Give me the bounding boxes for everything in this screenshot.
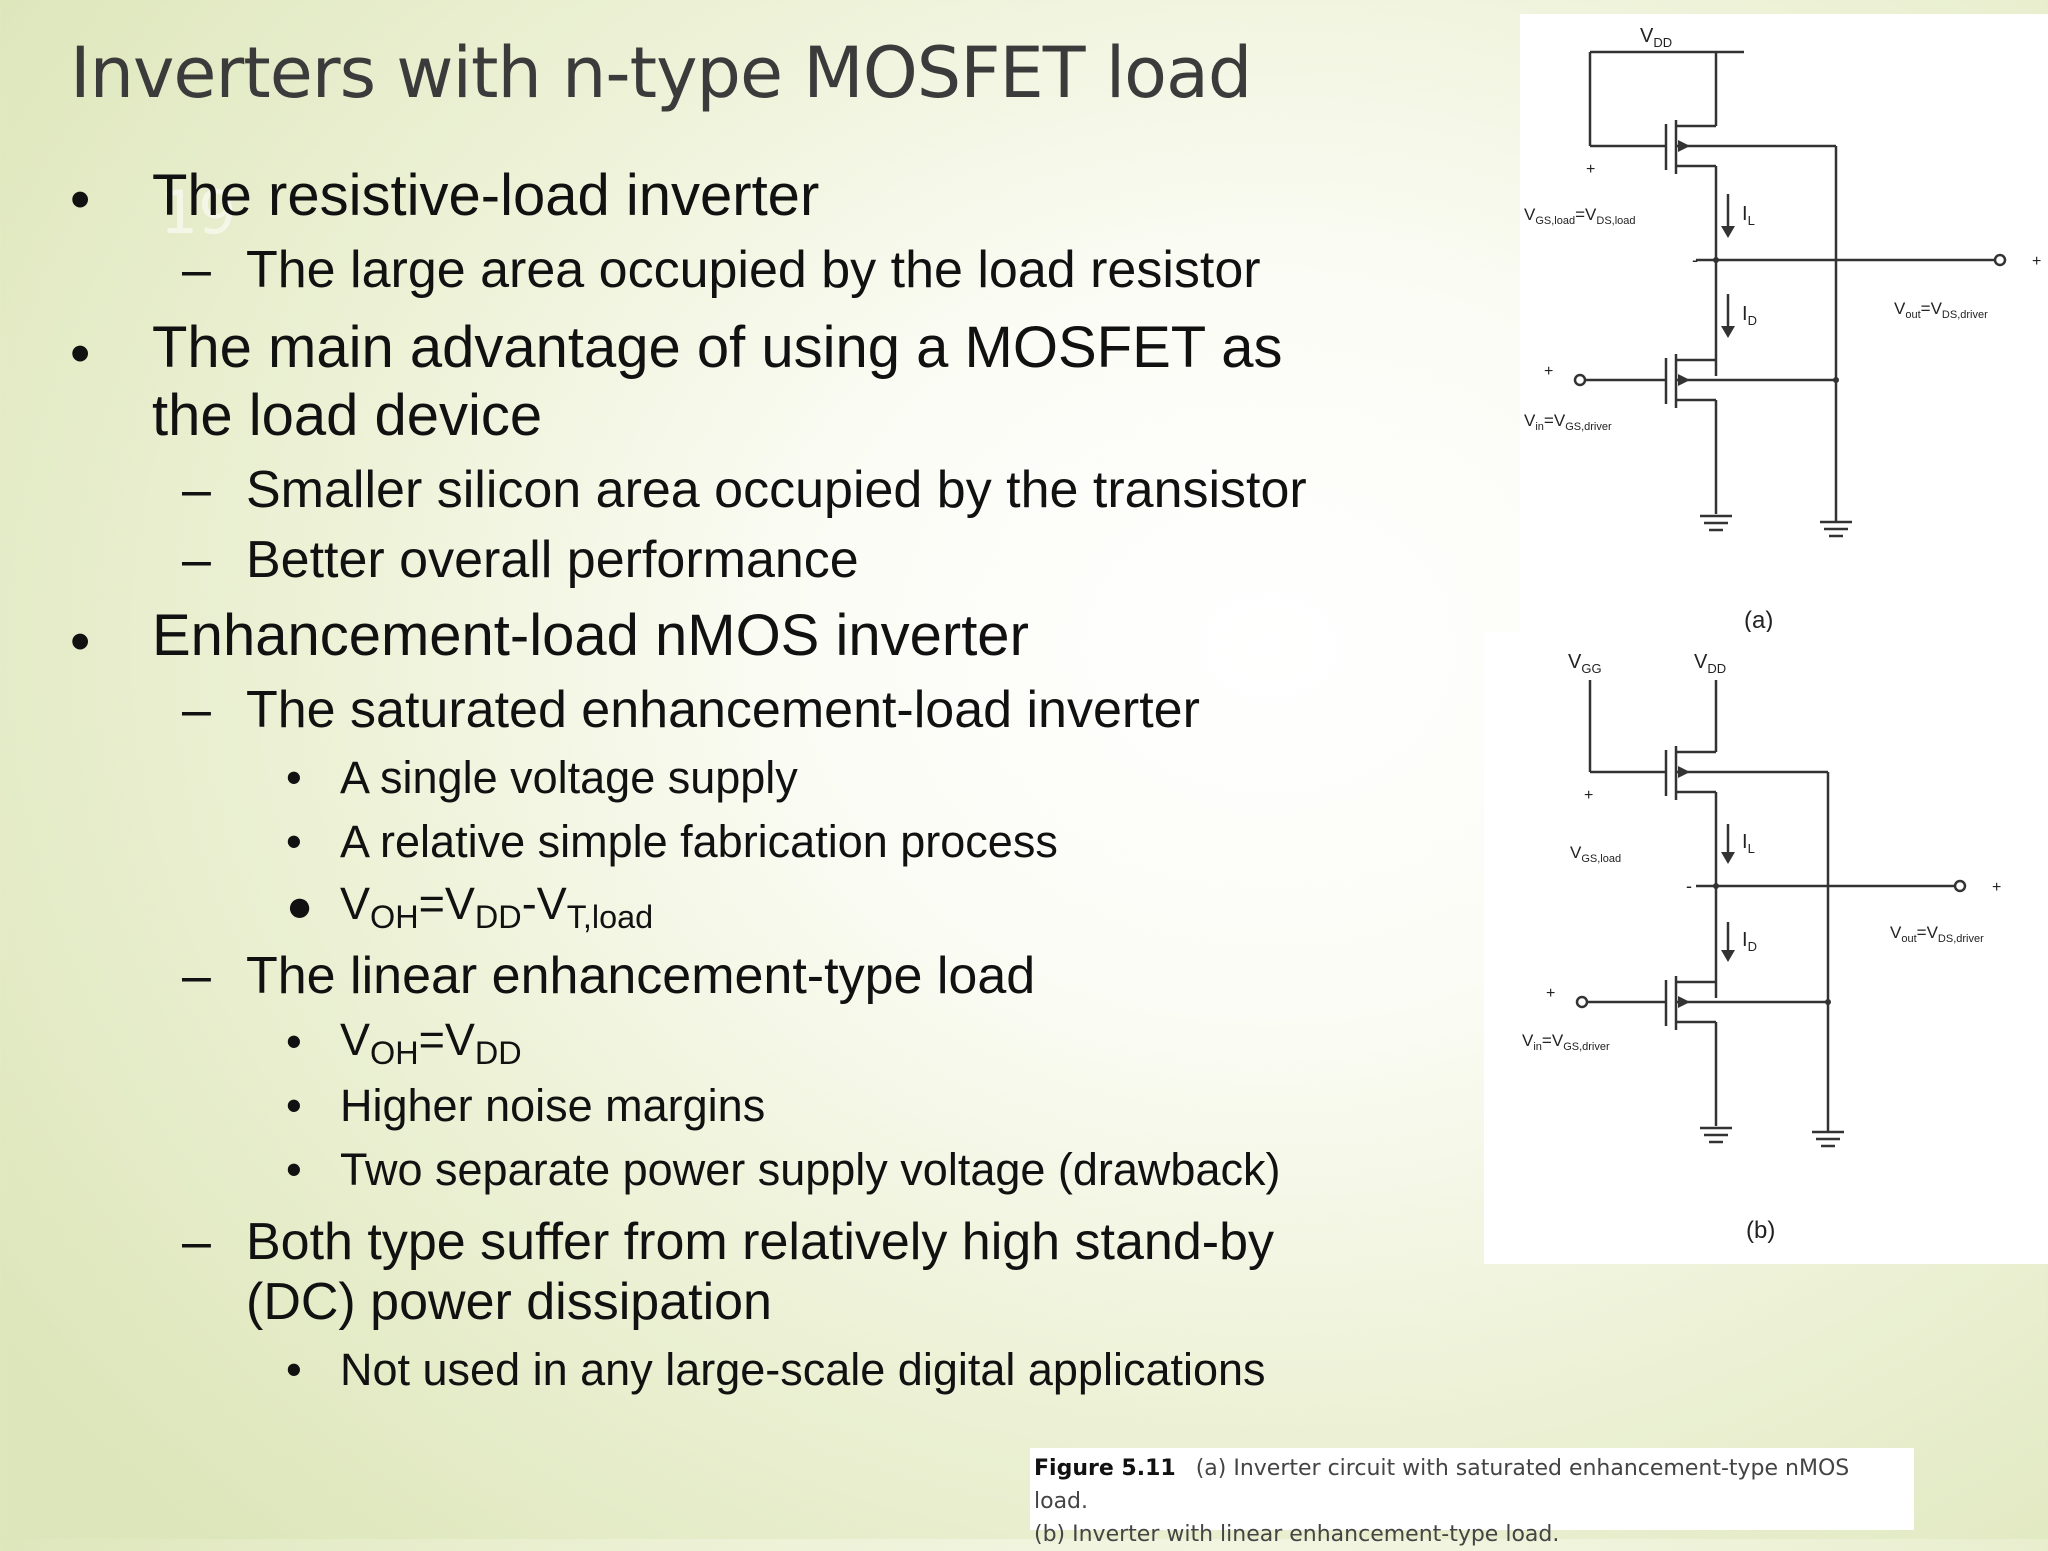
- sub-bullet-standby-line2: (DC) power dissipation: [246, 1273, 772, 1331]
- small-bullet-marker: •: [286, 1144, 302, 1195]
- figure-caption-line1: (a) Inverter circuit with saturated enha…: [1034, 1456, 1850, 1514]
- figure-caption-line2: (b) Inverter with linear enhancement-typ…: [1034, 1522, 1560, 1547]
- bullet-main-advantage-line1: The main advantage of using a MOSFET as: [152, 315, 1283, 380]
- svg-text:+: +: [2032, 253, 2041, 270]
- filled-bullet-marker: ●: [286, 880, 314, 931]
- sub-bullet-performance: Better overall performance: [246, 531, 859, 589]
- circuit-diagram-b: VGG VDD + VGS,load - IL ID + Vout=VDS,dr…: [1522, 651, 2001, 1244]
- bullet-marker: •: [70, 321, 91, 386]
- item-noise-margins: Higher noise margins: [340, 1080, 766, 1131]
- svg-text:IL: IL: [1742, 831, 1755, 856]
- bullet-marker: •: [70, 609, 91, 674]
- figure-caption-label: Figure 5.11: [1034, 1456, 1176, 1481]
- svg-text:+: +: [1544, 363, 1553, 380]
- formula-voh-saturated: VOH=VDD-VT,load: [340, 878, 654, 936]
- formula-voh-linear: VOH=VDD: [340, 1014, 522, 1072]
- item-two-supplies: Two separate power supply voltage (drawb…: [340, 1144, 1281, 1195]
- bullet-marker: •: [70, 167, 91, 232]
- small-bullet-marker: •: [286, 816, 302, 867]
- svg-text:VGS,load=VDS,load: VGS,load=VDS,load: [1524, 205, 1636, 227]
- dash-marker: –: [182, 1213, 211, 1271]
- svg-text:VDD: VDD: [1640, 25, 1672, 50]
- svg-text:+: +: [1992, 879, 2001, 896]
- slide-title: Inverters with n-type MOSFET load: [70, 32, 1252, 114]
- svg-text:ID: ID: [1742, 303, 1757, 328]
- svg-text:(a): (a): [1744, 607, 1773, 634]
- svg-text:ID: ID: [1742, 929, 1757, 954]
- svg-text:+: +: [1584, 787, 1593, 804]
- dash-marker: –: [182, 461, 211, 519]
- bullet-main-advantage-line2: the load device: [152, 383, 543, 448]
- svg-text:-: -: [1692, 250, 1698, 270]
- svg-text:+: +: [1546, 985, 1555, 1002]
- svg-text:IL: IL: [1742, 203, 1755, 228]
- sub-bullet-silicon-area: Smaller silicon area occupied by the tra…: [246, 461, 1307, 519]
- dash-marker: –: [182, 241, 211, 299]
- svg-text:Vin=VGS,driver: Vin=VGS,driver: [1524, 411, 1612, 433]
- slide-number-watermark: 19: [160, 178, 237, 248]
- figure-b-panel: VGG VDD + VGS,load - IL ID + Vout=VDS,dr…: [1484, 632, 2048, 1264]
- figure-a-panel: VDD + VGS,load=VDS,load - IL ID + Vout=V…: [1520, 14, 2048, 634]
- dash-marker: –: [182, 531, 211, 589]
- small-bullet-marker: •: [286, 752, 302, 803]
- sub-bullet-standby-line1: Both type suffer from relatively high st…: [246, 1213, 1274, 1271]
- svg-text:VGS,load: VGS,load: [1570, 843, 1621, 865]
- figure-caption: Figure 5.11(a) Inverter circuit with sat…: [1030, 1448, 1914, 1547]
- small-bullet-marker: •: [286, 1080, 302, 1131]
- svg-text:VDD: VDD: [1694, 651, 1726, 676]
- item-fabrication: A relative simple fabrication process: [340, 816, 1058, 867]
- dash-marker: –: [182, 947, 211, 1005]
- svg-text:(b): (b): [1746, 1217, 1775, 1244]
- sub-bullet-saturated: The saturated enhancement-load inverter: [246, 681, 1200, 739]
- small-bullet-marker: •: [286, 1344, 302, 1395]
- svg-text:Vin=VGS,driver: Vin=VGS,driver: [1522, 1031, 1610, 1053]
- small-bullet-marker: •: [286, 1016, 302, 1067]
- bullet-resistive-load: The resistive-load inverter: [152, 163, 820, 228]
- dash-marker: –: [182, 681, 211, 739]
- sub-bullet-linear: The linear enhancement-type load: [246, 947, 1036, 1005]
- svg-text:+: +: [1586, 161, 1595, 178]
- svg-text:VGG: VGG: [1568, 651, 1602, 676]
- bullet-enhancement-load: Enhancement-load nMOS inverter: [152, 603, 1029, 668]
- sub-bullet-load-resistor: The large area occupied by the load resi…: [246, 241, 1261, 299]
- svg-text:Vout=VDS,driver: Vout=VDS,driver: [1894, 299, 1988, 321]
- circuit-diagram-a: VDD + VGS,load=VDS,load - IL ID + Vout=V…: [1524, 25, 2041, 634]
- svg-text:-: -: [1686, 876, 1692, 896]
- svg-text:Vout=VDS,driver: Vout=VDS,driver: [1890, 923, 1984, 945]
- item-single-supply: A single voltage supply: [340, 752, 798, 803]
- item-not-used: Not used in any large-scale digital appl…: [340, 1344, 1266, 1395]
